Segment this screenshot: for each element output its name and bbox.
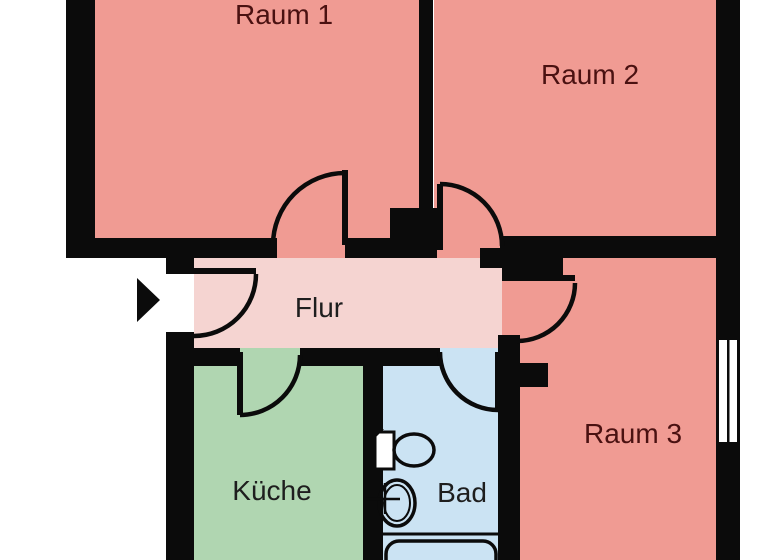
sink-icon xyxy=(366,478,417,528)
window-icon xyxy=(719,340,737,442)
room-raum-1-floor xyxy=(95,0,419,238)
room-label-flur: Flur xyxy=(295,292,343,323)
door-opening-raum-1 xyxy=(277,238,345,258)
door-swing-kitchen xyxy=(239,354,303,418)
window-pane xyxy=(719,340,727,442)
door-opening-kitchen xyxy=(240,348,300,366)
room-label-bad: Bad xyxy=(437,477,487,508)
kitchen-floor xyxy=(194,366,363,560)
door-opening-bathroom xyxy=(440,348,498,366)
door-swing-entrance xyxy=(193,273,259,339)
wall-segment xyxy=(383,348,440,366)
room-label-raum-2: Raum 2 xyxy=(541,59,639,90)
wall-segment xyxy=(480,248,502,268)
wall-segment xyxy=(194,348,240,366)
door-swing-raum-2 xyxy=(439,181,505,247)
wall-segment xyxy=(300,348,363,366)
bathroom-fixtures xyxy=(366,429,500,560)
toilet-icon xyxy=(373,429,436,471)
door-swing-bathroom xyxy=(437,351,499,413)
wall-segment xyxy=(390,208,437,258)
wall-segments xyxy=(66,0,740,560)
entrance-arrow-icon xyxy=(137,278,160,322)
wall-segment xyxy=(518,363,548,387)
kitchen-floor-group xyxy=(194,348,363,560)
wall-segment xyxy=(498,335,520,560)
door-symbols xyxy=(193,170,578,418)
room-label-raum-3: Raum 3 xyxy=(584,418,682,449)
wall-segment xyxy=(716,0,740,560)
wall-segment xyxy=(419,0,433,210)
room-label-raum-1: Raum 1 xyxy=(235,0,333,30)
bathroom-floor-group xyxy=(383,348,500,560)
window-pane xyxy=(729,340,737,442)
room-labels: Raum 1 Raum 2 Raum 3 Flur Küche Bad xyxy=(232,0,682,508)
wall-segment xyxy=(166,238,194,274)
bathtub-icon xyxy=(383,532,500,560)
wall-segment xyxy=(166,332,194,560)
door-swing-raum-3 xyxy=(516,282,578,344)
door-swing-raum-1 xyxy=(270,170,346,246)
room-label-kueche: Küche xyxy=(232,475,311,506)
room-raum-3-floor xyxy=(502,258,716,560)
room-raum-2-floor xyxy=(434,0,716,236)
wall-segment xyxy=(500,236,740,258)
wall-segment xyxy=(66,0,95,258)
